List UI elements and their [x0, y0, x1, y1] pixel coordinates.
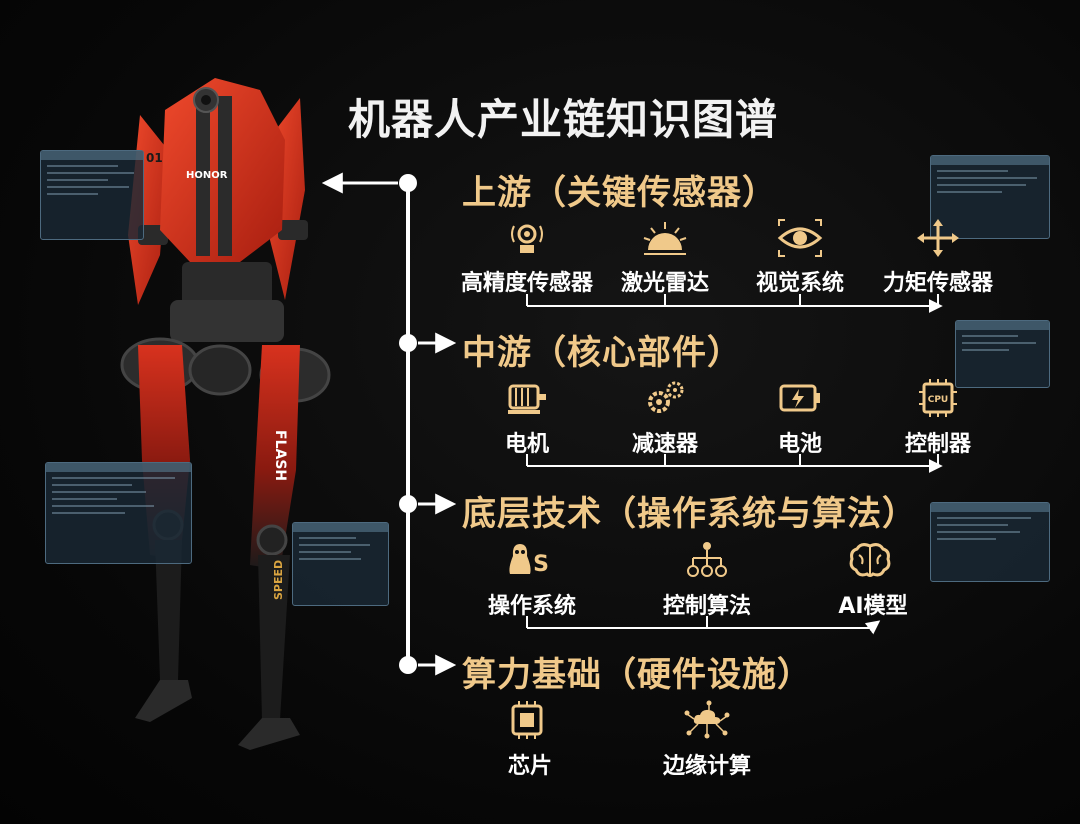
page-title: 机器人产业链知识图谱	[348, 95, 779, 144]
item-motor: 电机	[504, 432, 550, 457]
category-upstream: 上游（关键传感器）	[462, 173, 777, 213]
robot-brand-text: HONOR	[186, 170, 228, 181]
cpu-icon: CPU	[919, 379, 957, 417]
item-edge-computing: 边缘计算	[662, 754, 752, 779]
item-lidar: 激光雷达	[620, 271, 710, 296]
spine-node	[399, 495, 417, 513]
gears-icon	[648, 381, 684, 413]
spine-node	[399, 174, 417, 192]
sensor-icon	[511, 224, 543, 253]
midstream-connector	[526, 454, 939, 467]
leg-text-2: SPEED	[272, 560, 285, 600]
item-controller: 控制器	[904, 432, 972, 457]
cloud-network-icon	[684, 700, 730, 739]
item-battery: 电池	[777, 432, 823, 457]
code-panel	[955, 320, 1050, 388]
spine-node	[399, 656, 417, 674]
tech-connector-arrow	[864, 620, 881, 635]
item-high-precision-sensor: 高精度传感器	[460, 271, 594, 296]
motor-icon	[508, 384, 546, 414]
item-reducer: 减速器	[631, 432, 699, 457]
item-ai-model: AI模型	[838, 594, 908, 619]
code-panel	[40, 150, 144, 240]
code-panel	[930, 502, 1050, 582]
force-arrows-icon	[917, 219, 959, 257]
spine-node	[399, 334, 417, 352]
category-tech: 底层技术（操作系统与算法）	[462, 494, 917, 534]
svg-text:CPU: CPU	[928, 395, 949, 405]
code-panel	[45, 462, 192, 564]
linux-os-icon: S	[509, 544, 549, 577]
leg-text: FLASH	[272, 430, 288, 481]
code-panel	[930, 155, 1050, 239]
flowchart-icon	[687, 542, 727, 577]
lidar-icon	[643, 222, 687, 255]
item-vision-system: 视觉系统	[755, 271, 845, 296]
item-torque-sensor: 力矩传感器	[882, 271, 994, 296]
brain-icon	[849, 543, 891, 577]
item-operating-system: 操作系统	[487, 594, 577, 619]
svg-text:S: S	[533, 552, 549, 577]
robot-number-text: 01	[146, 151, 163, 165]
code-panel	[292, 522, 389, 606]
tech-connector	[526, 616, 870, 629]
battery-icon	[779, 384, 820, 412]
robot-illustration: HONOR 01 FLASH SPEED	[120, 78, 331, 750]
item-control-algorithm: 控制算法	[662, 594, 752, 619]
item-chip: 芯片	[507, 754, 553, 779]
chip-icon	[511, 701, 543, 739]
category-midstream: 中游（核心部件）	[462, 333, 742, 373]
category-compute: 算力基础（硬件设施）	[462, 655, 812, 695]
eye-icon	[777, 219, 823, 257]
